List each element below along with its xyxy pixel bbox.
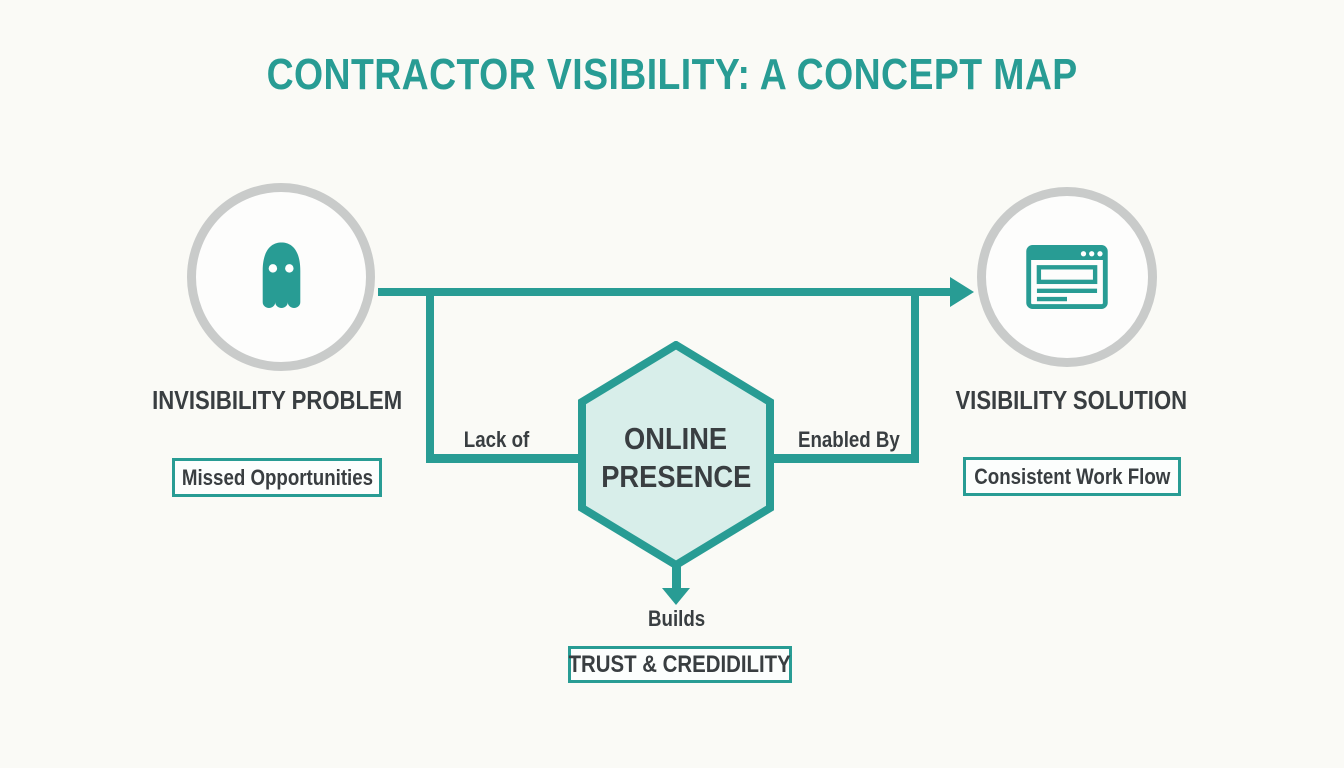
problem-heading-text: INVISIBILITY PROBLEM bbox=[151, 385, 403, 415]
online-presence-line1: ONLINE bbox=[624, 421, 728, 456]
problem-branch-vertical-line bbox=[426, 288, 434, 463]
edge-label-enabled-by-text: Enabled By bbox=[798, 427, 900, 452]
outcome-tag-box: TRUST & CREDIDILITY bbox=[568, 646, 792, 683]
solution-tag-text: Consistent Work Flow bbox=[973, 463, 1171, 489]
solution-branch-horizontal-line bbox=[769, 454, 919, 463]
edge-label-enabled-by: Enabled By bbox=[779, 427, 919, 453]
online-presence-hexagon bbox=[578, 341, 774, 569]
online-presence-label: ONLINE PRESENCE bbox=[578, 420, 774, 496]
edge-label-builds-text: Builds bbox=[648, 606, 706, 631]
problem-branch-horizontal-line bbox=[426, 454, 586, 463]
edge-label-lack-of-text: Lack of bbox=[464, 427, 530, 452]
problem-to-solution-arrow-shaft bbox=[378, 288, 952, 296]
problem-node-circle bbox=[187, 183, 375, 371]
solution-branch-vertical-line bbox=[911, 288, 919, 463]
ghost-icon bbox=[262, 242, 300, 308]
problem-to-solution-arrowhead-icon bbox=[950, 277, 974, 307]
browser-window-icon bbox=[1026, 245, 1108, 309]
problem-heading: INVISIBILITY PROBLEM bbox=[77, 385, 477, 416]
online-presence-line2: PRESENCE bbox=[600, 459, 752, 494]
solution-heading-text: VISIBILITY SOLUTION bbox=[955, 385, 1187, 415]
outcome-arrow-shaft bbox=[672, 558, 681, 590]
problem-tag-box: Missed Opportunities bbox=[172, 458, 382, 497]
page-title-text: CONTRACTOR VISIBILITY: A CONCEPT MAP bbox=[266, 50, 1078, 99]
solution-heading: VISIBILITY SOLUTION bbox=[871, 385, 1271, 416]
solution-node-circle bbox=[977, 187, 1157, 367]
problem-tag-text: Missed Opportunities bbox=[181, 464, 373, 490]
outcome-arrowhead-icon bbox=[662, 588, 690, 605]
page-title: CONTRACTOR VISIBILITY: A CONCEPT MAP bbox=[0, 50, 1344, 100]
edge-label-builds: Builds bbox=[607, 606, 747, 632]
edge-label-lack-of: Lack of bbox=[427, 427, 567, 453]
solution-tag-box: Consistent Work Flow bbox=[963, 457, 1181, 496]
outcome-tag-text: TRUST & CREDIDILITY bbox=[568, 650, 792, 678]
